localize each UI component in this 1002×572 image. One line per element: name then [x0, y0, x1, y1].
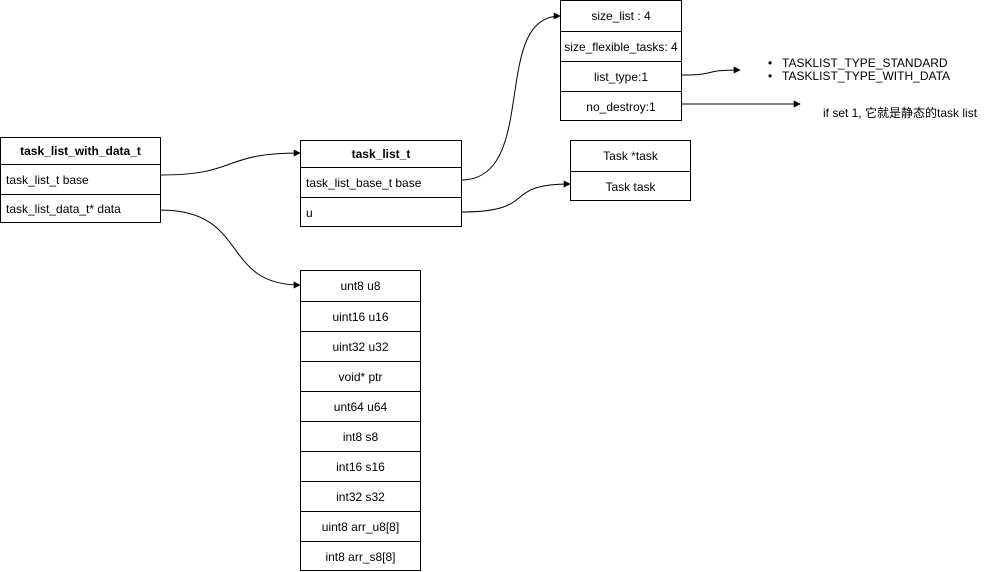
field-arr-s8: int8 arr_s8[8]: [301, 541, 420, 571]
task-list-base-box: size_list : 4 size_flexible_tasks: 4 lis…: [560, 0, 682, 121]
field-s16: int16 s16: [301, 451, 420, 481]
task-list-title: task_list_t: [351, 147, 411, 161]
field-task: Task task: [571, 171, 690, 201]
connector-base-to-task-list-base: [460, 12, 561, 181]
field-u64: unt64 u64: [301, 391, 420, 421]
task-list-box: task_list_t task_list_base_t base u: [300, 140, 462, 227]
task-union-box: Task *task Task task: [570, 140, 691, 201]
field-size-flexible-tasks: size_flexible_tasks: 4: [561, 31, 681, 61]
field-u: u: [301, 197, 461, 227]
list-type-value: TASKLIST_TYPE_STANDARD: [768, 57, 950, 71]
task-list-with-data-title: task_list_with_data_t: [20, 144, 141, 158]
list-type-value: TASKLIST_TYPE_WITH_DATA: [768, 70, 950, 84]
no-destroy-note: if set 1, 它就是静态的task list: [823, 106, 978, 120]
task-list-with-data-box: task_list_with_data_t task_list_t base t…: [0, 137, 161, 223]
task-list-data-box: unt8 u8 uint16 u16 uint32 u32 void* ptr …: [300, 270, 421, 571]
connector-data-to-task-list-data: [159, 209, 301, 289]
connector-base-to-task-list: [159, 149, 301, 176]
field-ptr: void* ptr: [301, 361, 420, 391]
field-u16: uint16 u16: [301, 301, 420, 331]
field-base: task_list_t base: [1, 164, 160, 194]
field-task-ptr: Task *task: [603, 149, 658, 163]
connector-u-to-task-union: [460, 180, 571, 213]
field-s32: int32 s32: [301, 481, 420, 511]
field-u8: unt8 u8: [340, 279, 381, 293]
field-list-type: list_type:1: [561, 61, 681, 91]
field-data: task_list_data_t* data: [1, 194, 160, 223]
list-type-values: TASKLIST_TYPE_STANDARD TASKLIST_TYPE_WIT…: [768, 57, 950, 84]
field-u32: uint32 u32: [301, 331, 420, 361]
field-arr-u8: uint8 arr_u8[8]: [301, 511, 420, 541]
field-size-list: size_list : 4: [591, 9, 651, 23]
field-s8: int8 s8: [301, 421, 420, 451]
field-base: task_list_base_t base: [301, 167, 461, 197]
connector-list-type-to-values: [680, 66, 741, 76]
field-no-destroy: no_destroy:1: [561, 91, 681, 121]
